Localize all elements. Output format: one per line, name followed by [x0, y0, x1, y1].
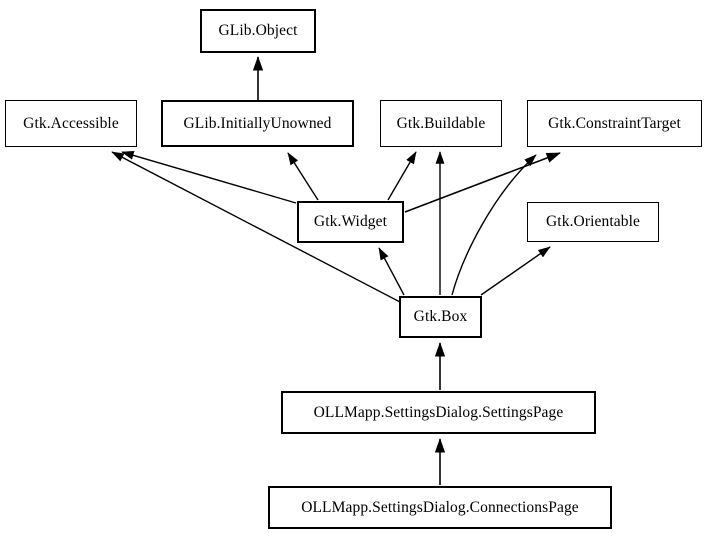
- node-label: GLib.InitiallyUnowned: [183, 114, 332, 132]
- node-gtk-orientable[interactable]: Gtk.Orientable: [527, 202, 659, 242]
- node-gtk-buildable[interactable]: Gtk.Buildable: [380, 100, 502, 147]
- node-label: GLib.Object: [218, 22, 298, 40]
- node-gtk-constrainttarget[interactable]: Gtk.ConstraintTarget: [527, 100, 702, 147]
- node-label: Gtk.ConstraintTarget: [548, 114, 681, 132]
- node-label: OLLMapp.SettingsDialog.ConnectionsPage: [301, 498, 579, 516]
- node-label: Gtk.Box: [413, 308, 468, 326]
- node-label: OLLMapp.SettingsDialog.SettingsPage: [313, 403, 564, 421]
- node-label: Gtk.Buildable: [396, 114, 486, 132]
- node-gtk-accessible[interactable]: Gtk.Accessible: [5, 100, 137, 147]
- edge-widget-to-buildable: [387, 151, 417, 201]
- edge-box-to-orientable: [480, 246, 551, 296]
- edge-box-to-widget: [378, 247, 405, 296]
- node-label: Gtk.Accessible: [23, 114, 119, 132]
- node-gtk-widget[interactable]: Gtk.Widget: [297, 201, 404, 243]
- edge-widget-to-initiallyunowned: [287, 152, 319, 201]
- node-label: Gtk.Orientable: [546, 213, 640, 231]
- edge-box-to-constrainttarget: [451, 154, 537, 296]
- node-glib-initiallyunowned[interactable]: GLib.InitiallyUnowned: [161, 100, 354, 147]
- node-label: Gtk.Widget: [313, 213, 388, 231]
- node-glib-object[interactable]: GLib.Object: [200, 9, 316, 53]
- node-gtk-box[interactable]: Gtk.Box: [399, 296, 482, 338]
- node-ollmapp-settingsdialog-settingspage[interactable]: OLLMapp.SettingsDialog.SettingsPage: [281, 391, 596, 434]
- node-ollmapp-settingsdialog-connectionspage[interactable]: OLLMapp.SettingsDialog.ConnectionsPage: [268, 486, 612, 529]
- edge-widget-to-accessible: [121, 151, 297, 204]
